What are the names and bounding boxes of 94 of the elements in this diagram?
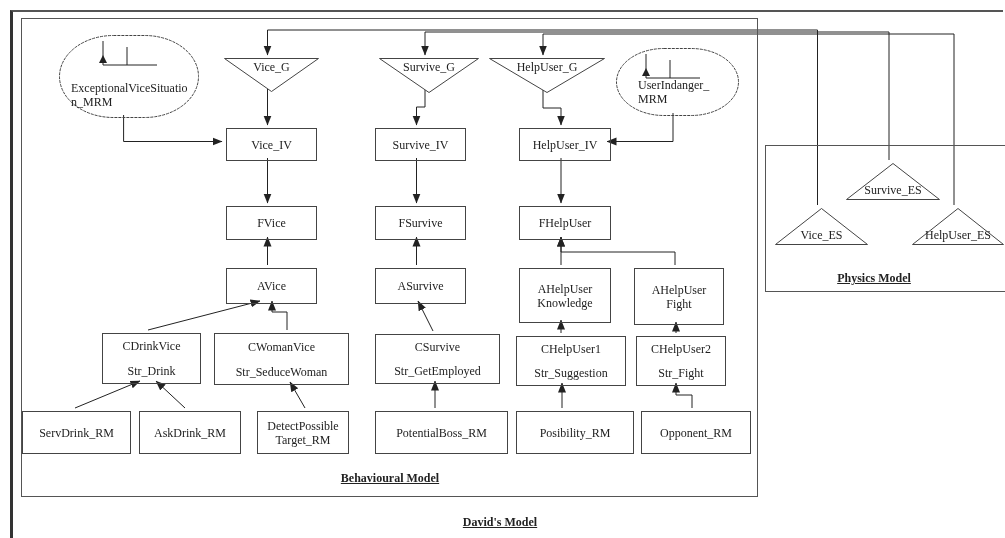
arrow [539, 33, 955, 206]
arrow [431, 380, 439, 409]
arrow [672, 382, 693, 409]
node-label: Vice_IV [251, 137, 292, 152]
arrow [289, 381, 306, 409]
triangle-node [912, 208, 1004, 245]
node-label: HelpUser_IV [532, 137, 598, 152]
process-box [226, 128, 317, 161]
node-label: Survive_G [402, 60, 456, 74]
model-caption: David's Model [462, 515, 538, 530]
arrow [557, 319, 565, 334]
node-label: ExceptionalViceSituation_MRM [71, 81, 189, 109]
process-box [641, 411, 751, 454]
node-label: AHelpUser Knowledge [536, 281, 594, 310]
node-label: CHelpUser1 [541, 342, 601, 356]
node-label: AHelpUser Fight [650, 282, 708, 311]
node-label: CSurvive [414, 340, 461, 354]
arrow [263, 236, 272, 266]
process-box [22, 411, 131, 454]
arrow [263, 157, 272, 204]
node-label: CWomanVice [248, 339, 315, 354]
arrow [263, 88, 272, 126]
node-label: Vice_ES [799, 228, 844, 242]
node-label: Survive_IV [392, 137, 449, 152]
triangle-node [775, 208, 868, 245]
node-label: DetectPossible Target_RM [266, 418, 340, 447]
inverted-triangle-node [224, 58, 319, 92]
process-box [375, 334, 500, 384]
process-box [516, 336, 626, 386]
node-label: Survive_ES [863, 183, 923, 197]
process-box [375, 268, 466, 304]
process-box [375, 411, 508, 454]
process-box [375, 128, 466, 161]
arrow [412, 157, 421, 204]
process-box [214, 333, 349, 385]
arrow [557, 236, 676, 266]
process-box [636, 336, 726, 386]
node-label: Vice_G [252, 60, 291, 74]
arrow [557, 157, 565, 204]
process-box [102, 333, 201, 384]
node-label: CHelpUser2 [651, 342, 711, 356]
node-label: AskDrink_RM [154, 425, 226, 440]
model-caption: Behavioural Model [340, 471, 440, 486]
node-label: UserIndanger_MRM [638, 78, 710, 106]
arrow [542, 89, 565, 126]
model-panel [21, 18, 758, 497]
process-box [519, 268, 611, 323]
process-box [257, 411, 349, 454]
node-label: FSurvive [398, 216, 443, 230]
node-label: Str_Fight [658, 366, 704, 380]
node-label: AVice [256, 279, 287, 293]
process-box [226, 268, 317, 304]
process-box [634, 268, 724, 325]
process-box [226, 206, 317, 240]
node-label: PotentialBoss_RM [396, 425, 487, 440]
arrow [147, 299, 261, 331]
node-label: Str_GetEmployed [394, 364, 481, 378]
triangle-node [846, 163, 940, 200]
arrow [263, 29, 818, 206]
node-label: HelpUser_ES [924, 228, 992, 242]
rounded-node [59, 35, 199, 118]
arrow [74, 380, 141, 409]
arrow [412, 236, 421, 266]
rounded-node [616, 48, 739, 116]
arrow [412, 89, 426, 126]
node-label: Opponent_RM [660, 425, 732, 440]
node-label: ASurvive [397, 279, 444, 293]
model-frame [10, 10, 1003, 538]
node-label: Posibility_RM [539, 425, 611, 440]
arrow [421, 31, 890, 161]
node-label: ServDrink_RM [39, 425, 114, 440]
process-box [519, 206, 611, 240]
process-box [516, 411, 634, 454]
inverted-triangle-node [379, 58, 479, 93]
model-caption: Physics Model [837, 271, 911, 286]
process-box [139, 411, 241, 454]
model-panel [765, 145, 1005, 292]
node-label: FVice [257, 216, 286, 230]
arrow [672, 321, 680, 334]
arrow [155, 380, 186, 409]
arrow [558, 382, 566, 409]
process-box [519, 128, 611, 161]
node-label: CDrinkVice [122, 339, 181, 354]
arrow [417, 300, 434, 332]
arrow [123, 114, 223, 146]
process-box [375, 206, 466, 240]
node-label: FHelpUser [538, 216, 592, 230]
arrow [268, 300, 288, 331]
inverted-triangle-node [489, 58, 605, 93]
arrow [606, 112, 674, 146]
node-label: Str_SeduceWoman [235, 364, 328, 379]
node-label: HelpUser_G [515, 60, 579, 74]
node-label: Str_Suggestion [534, 366, 608, 380]
node-label: Str_Drink [127, 363, 176, 378]
